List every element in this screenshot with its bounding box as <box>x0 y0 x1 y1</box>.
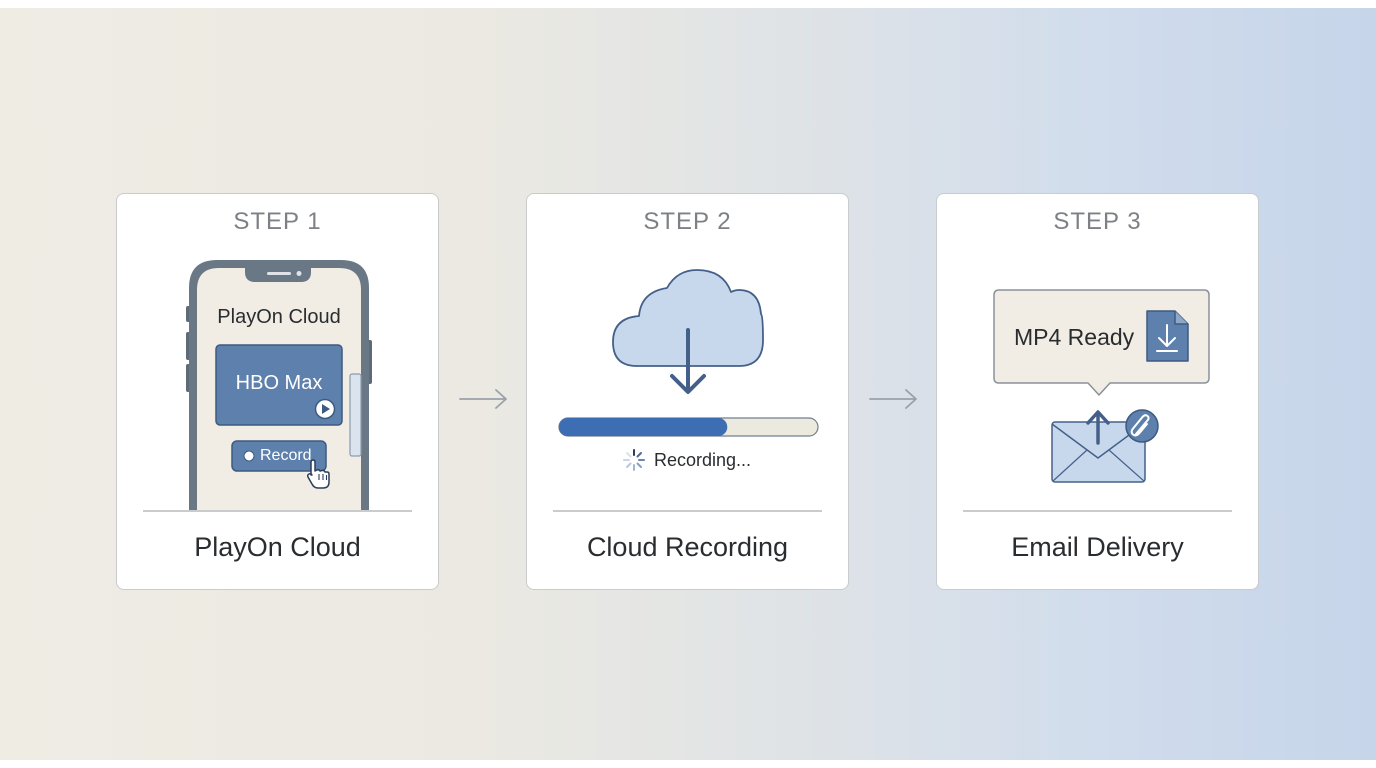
step-3-illustration <box>993 289 1210 483</box>
cloud-download-icon <box>612 269 764 394</box>
workflow-diagram: STEP 1 <box>0 8 1376 760</box>
hand-cursor-icon <box>306 459 330 489</box>
step-2-illustration <box>558 269 819 471</box>
step-card-2: STEP 2 Recording... Clou <box>526 193 849 590</box>
record-button[interactable]: Record <box>232 441 326 471</box>
mp4-ready-text: MP4 Ready <box>1014 324 1135 350</box>
arrow-right-icon <box>459 389 507 409</box>
card-divider <box>963 510 1232 512</box>
recording-status: Recording... <box>654 450 752 470</box>
file-download-icon <box>1146 310 1189 362</box>
card-divider <box>143 510 412 512</box>
step-label: STEP 1 <box>233 208 322 235</box>
arrow-right-icon <box>869 389 917 409</box>
play-icon <box>314 398 336 420</box>
card-divider <box>553 510 822 512</box>
record-dot-icon <box>243 450 255 462</box>
service-tile[interactable]: HBO Max <box>216 345 342 425</box>
step-title: PlayOn Cloud <box>194 532 361 562</box>
step-title: Email Delivery <box>1011 532 1184 562</box>
step-label: STEP 3 <box>1053 208 1142 235</box>
spinner-icon <box>623 449 645 471</box>
step-card-1: STEP 1 <box>116 193 439 590</box>
step-card-3: STEP 3 MP4 Ready Email Deliv <box>936 193 1259 590</box>
paperclip-icon <box>1125 409 1159 443</box>
service-tile-label: HBO Max <box>235 372 323 394</box>
phone-screen-title: PlayOn Cloud <box>217 306 341 328</box>
envelope-icon <box>1051 410 1146 483</box>
step-label: STEP 2 <box>643 208 732 235</box>
smartphone-icon <box>186 260 372 510</box>
recording-progress-bar <box>558 417 819 437</box>
step-title: Cloud Recording <box>586 532 789 562</box>
record-button-label: Record <box>260 447 312 464</box>
